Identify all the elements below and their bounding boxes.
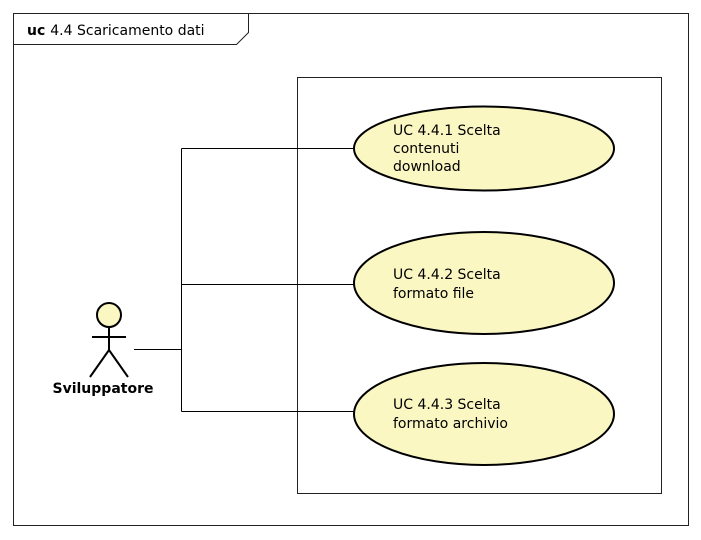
frame-keyword: uc <box>27 23 45 39</box>
use-case-label: UC 4.4.1 Scelta <box>393 123 501 139</box>
use-case-label: formato archivio <box>393 416 508 432</box>
svg-text:UC 4.4.1 Scelta contenut: UC 4.4.1 Scelta contenuti download <box>393 123 505 175</box>
use-case-uc-4-4-3[interactable]: UC 4.4.3 Scelta formato archivio <box>353 362 615 466</box>
use-case-ellipse <box>353 231 615 335</box>
frame-title: uc 4.4 Scaricamento dati <box>27 23 205 39</box>
use-case-ellipse <box>353 362 615 466</box>
associations <box>134 148 355 412</box>
use-case-label: download <box>393 159 461 175</box>
diagram-frame <box>13 13 689 526</box>
use-case-label: UC 4.4.2 Scelta <box>393 267 501 283</box>
use-case-ellipse <box>353 105 615 192</box>
actor-name: Sviluppatore <box>53 381 154 397</box>
association-trunk <box>134 148 182 412</box>
system-boundary <box>297 77 662 494</box>
use-case-label: UC 4.4.3 Scelta <box>393 397 501 413</box>
use-case-uc-4-4-1[interactable]: UC 4.4.1 Scelta contenuti download <box>353 105 615 192</box>
use-case-uc-4-4-2[interactable]: UC 4.4.2 Scelta formato file <box>353 231 615 335</box>
use-case-label: formato file <box>393 286 474 302</box>
actor-sviluppatore[interactable]: Sviluppatore <box>53 302 154 397</box>
actor-stick-figure-icon <box>89 302 129 378</box>
use-case-label: contenuti <box>393 141 459 157</box>
frame-name: 4.4 Scaricamento dati <box>50 23 204 39</box>
svg-text:UC 4.4.3 Scelta formato: UC 4.4.3 Scelta formato archivio <box>393 397 508 432</box>
svg-text:UC 4.4.2 Scelta formato: UC 4.4.2 Scelta formato file <box>393 267 505 302</box>
frame-name-tab <box>13 13 249 45</box>
